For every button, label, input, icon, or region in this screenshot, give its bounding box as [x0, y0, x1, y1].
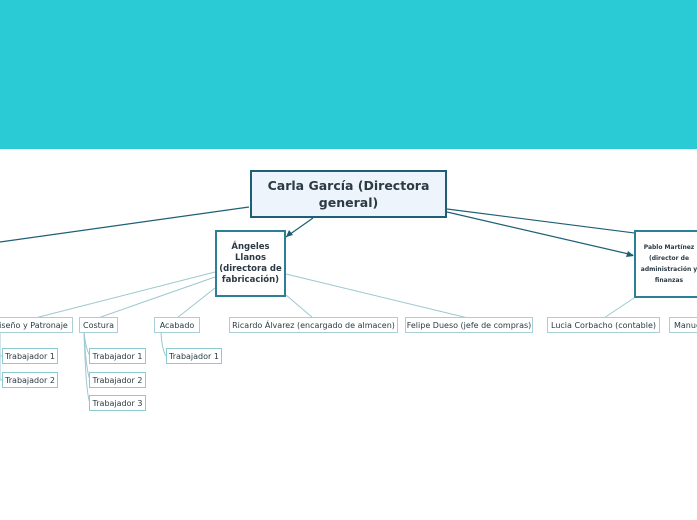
root-node-label: Carla García (Directora general): [267, 178, 430, 210]
node-acabado[interactable]: Acabado: [154, 317, 200, 333]
node-costura-worker-3[interactable]: Trabajador 3: [89, 395, 146, 411]
branch-ricardo: [285, 294, 314, 319]
worker-label: Trabajador 2: [5, 375, 55, 385]
worker-label: Trabajador 1: [169, 351, 219, 361]
node-costura-worker-1[interactable]: Trabajador 1: [89, 348, 146, 364]
connector-root-left: [0, 206, 250, 243]
branch-acabado-w1: [160, 331, 167, 357]
node-diseno-worker-2[interactable]: Trabajador 2: [2, 372, 58, 388]
node-diseno-worker-1[interactable]: Trabajador 1: [2, 348, 58, 364]
worker-label: Trabajador 3: [92, 398, 143, 408]
node-felipe-label: Felipe Dueso (jefe de compras): [406, 320, 532, 330]
branch-lucia: [603, 297, 635, 319]
node-angeles-llanos[interactable]: Ángeles Llanos (directora de fabricación…: [215, 230, 286, 297]
node-lucia-label: Lucia Corbacho (contable): [551, 320, 656, 330]
node-costura-worker-2[interactable]: Trabajador 2: [89, 372, 146, 388]
arrowhead-pablo: [626, 251, 634, 257]
worker-label: Trabajador 1: [5, 351, 55, 361]
branch-felipe: [285, 273, 469, 319]
branch-diseno: [34, 271, 216, 319]
header-banner: [0, 0, 697, 149]
node-lucia-corbacho[interactable]: Lucia Corbacho (contable): [547, 317, 660, 333]
connector-root-pablo-1: [446, 211, 634, 256]
worker-label: Trabajador 1: [92, 351, 143, 361]
branch-acabado: [176, 287, 216, 319]
node-costura[interactable]: Costura: [79, 317, 118, 333]
arrowhead-angeles: [286, 230, 293, 237]
branch-costura: [97, 276, 216, 319]
worker-label: Trabajador 2: [92, 375, 143, 385]
node-pablo-martinez[interactable]: Pablo Martínez (director de administraci…: [634, 230, 697, 298]
node-diseno-patronaje[interactable]: iseño y Patronaje: [0, 317, 73, 333]
node-manuel-label: Manue: [674, 320, 697, 330]
root-node-carla-garcia[interactable]: Carla García (Directora general): [250, 170, 447, 218]
node-costura-label: Costura: [82, 320, 115, 330]
node-ricardo-alvarez[interactable]: Ricardo Álvarez (encargado de almacen): [229, 317, 398, 333]
node-ricardo-label: Ricardo Álvarez (encargado de almacen): [232, 320, 395, 330]
node-felipe-dueso[interactable]: Felipe Dueso (jefe de compras): [405, 317, 533, 333]
node-manuel[interactable]: Manue: [669, 317, 697, 333]
node-acabado-worker-1[interactable]: Trabajador 1: [166, 348, 222, 364]
node-pablo-label: Pablo Martínez (director de administraci…: [640, 244, 697, 284]
node-acabado-label: Acabado: [159, 320, 195, 330]
node-angeles-label: Ángeles Llanos (directora de fabricación…: [219, 241, 282, 285]
node-diseno-label: iseño y Patronaje: [0, 320, 68, 330]
